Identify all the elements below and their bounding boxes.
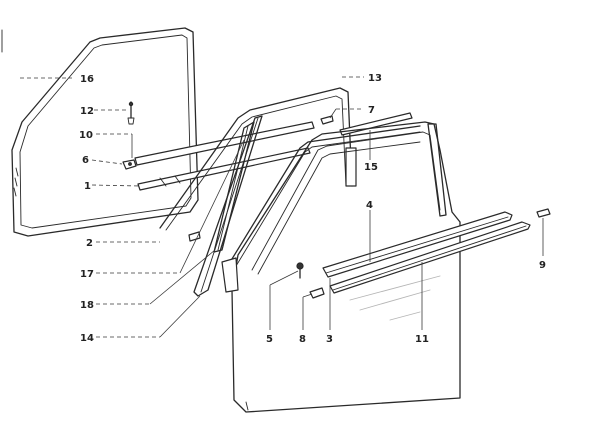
callout-9: 9	[539, 260, 546, 271]
pin-clip-12	[127, 101, 135, 125]
callout-14: 14	[80, 333, 94, 344]
glass-run-channel-18	[213, 121, 255, 253]
callout-3: 3	[326, 334, 333, 345]
outer-belt-moulding-4	[322, 211, 513, 278]
clip-6	[122, 159, 137, 170]
lower-moulding-11	[329, 221, 531, 294]
callout-7: 7	[368, 105, 375, 116]
screw-5	[296, 262, 304, 279]
callout-2: 2	[86, 238, 93, 249]
callout-15: 15	[364, 162, 378, 173]
clip-7	[320, 115, 334, 125]
callout-6: 6	[82, 155, 89, 166]
leader-lines	[20, 76, 544, 338]
end-cap-9	[536, 208, 551, 218]
callout-labels: 16 12 10 6 1 2 17 18 14 13 7 15 4 9 5 8 …	[79, 73, 546, 345]
front-door-shell	[231, 121, 461, 413]
callout-4: 4	[366, 200, 373, 211]
callout-1: 1	[84, 181, 91, 192]
callout-18: 18	[80, 300, 94, 311]
callout-17: 17	[80, 269, 94, 280]
callout-11: 11	[415, 334, 429, 345]
door-glass-run	[221, 125, 421, 293]
callout-12: 12	[80, 106, 94, 117]
front-window-seal-13	[159, 87, 357, 231]
door-texture	[349, 275, 441, 321]
spacer-block-17	[188, 231, 201, 242]
callout-10: 10	[79, 130, 93, 141]
callout-13: 13	[368, 73, 382, 84]
division-channel-14	[193, 115, 263, 297]
rear-window-seal-16	[11, 27, 199, 237]
callout-5: 5	[266, 334, 273, 345]
callout-8: 8	[299, 334, 306, 345]
fastener-8	[309, 287, 325, 299]
callout-16: 16	[80, 74, 94, 85]
lower-belt-strip-1	[137, 147, 311, 191]
